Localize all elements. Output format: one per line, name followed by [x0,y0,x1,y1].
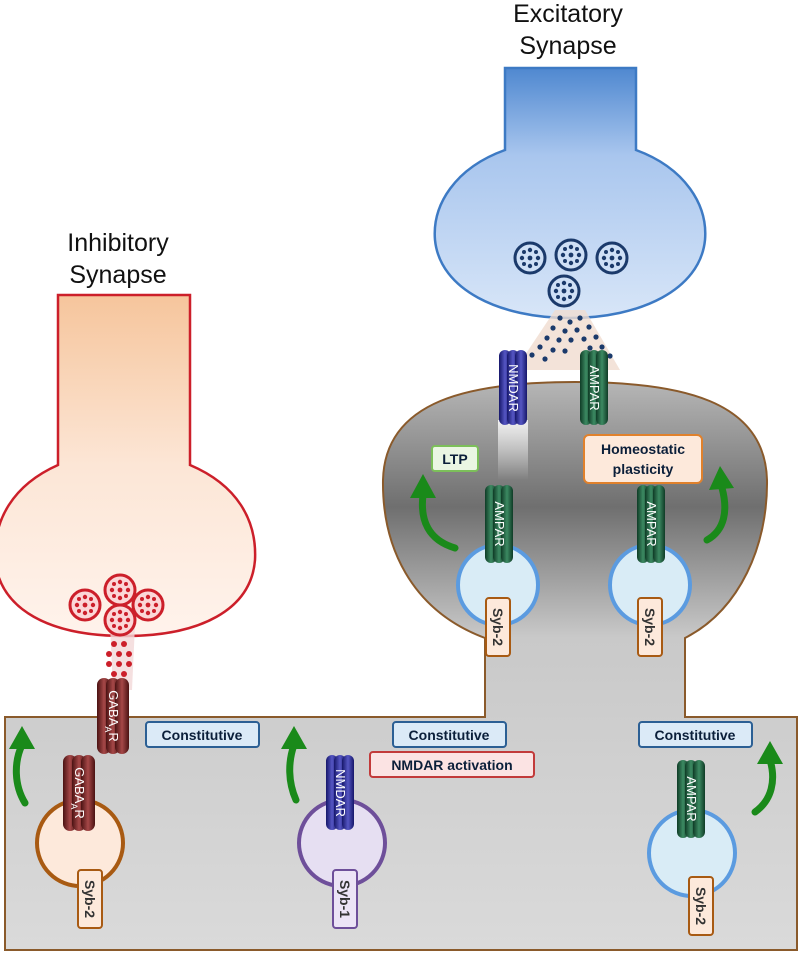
ampar-arrowhead [757,741,783,764]
svg-text:Constitutive: Constitutive [409,727,490,743]
inhibitory-vesicles [68,573,165,637]
excitatory-title-line2: Synapse [519,32,616,60]
ltp-arrow [418,491,459,552]
receptor-label: AMPAR [644,501,659,546]
homeostatic-label-box: Homeostatic plasticity [583,434,703,484]
receptor-label: AMPAR [492,501,507,546]
receptor-label: NMDAR [333,769,348,817]
svg-text:Syb-2: Syb-2 [642,608,658,646]
nmdar-activation-box: NMDAR activation [369,751,535,778]
trafficking-arrows [12,484,777,816]
inhibitory-title-line2: Synapse [69,261,166,289]
endosomal-nmdar: NMDAR [326,755,354,830]
homeostatic-ampar: AMPAR [637,485,665,563]
glutamate-release [529,315,613,362]
svg-text:Homeostatic: Homeostatic [601,441,685,457]
syb2-ampar-box: Syb-2 [688,876,714,936]
gaba-arrow [12,741,29,807]
svg-text:Syb-2: Syb-2 [490,608,506,646]
endosomal-ampar: AMPAR [677,760,705,838]
homeostatic-arrowhead [709,466,734,490]
excitatory-vesicles [513,238,629,308]
svg-text:Syb-1: Syb-1 [337,880,353,918]
vesicle [554,238,588,272]
syb2-gaba-box: Syb-2 [77,869,103,929]
syb2-ltp-box: Syb-2 [485,597,511,657]
constitutive-ampar-box: Constitutive [638,721,753,748]
vesicle [103,573,137,607]
ltp-ampar: AMPAR [485,485,513,563]
ampar-arrow [751,756,777,816]
synaptic-ampar: AMPAR [580,350,608,425]
receptor-label: GABAAR [69,767,87,819]
synaptic-gabaar: GABAAR [97,678,129,754]
arrowheads [9,466,783,764]
svg-text:Syb-2: Syb-2 [693,887,709,925]
inhibitory-title-line1: Inhibitory [67,229,169,257]
nmdar-activation-glow [498,420,528,480]
receptor-label: AMPAR [587,365,602,410]
vesicle [68,588,102,622]
svg-text:Syb-2: Syb-2 [82,880,98,918]
constitutive-nmdar-box: Constitutive [392,721,507,748]
nmdar-arrowhead [281,726,307,749]
vesicle [131,588,165,622]
vesicle [595,241,629,275]
receptor-label: NMDAR [506,364,521,412]
homeostatic-arrow [703,484,729,544]
svg-text:NMDAR activation: NMDAR activation [391,757,512,773]
gaba-arrowhead [9,726,35,749]
vesicle [513,241,547,275]
synaptic-nmdar: NMDAR [499,350,527,425]
constitutive-gaba-box: Constitutive [145,721,260,748]
svg-text:Constitutive: Constitutive [655,727,736,743]
excitatory-title-line1: Excitatory [513,0,623,28]
svg-text:plasticity: plasticity [613,461,674,477]
svg-text:LTP: LTP [442,451,467,467]
receptor-label: GABAAR [103,690,121,742]
vesicle-fusing [547,274,581,308]
nmdar-arrow [286,741,300,804]
gaba-release [106,641,132,677]
svg-text:Constitutive: Constitutive [162,727,243,743]
endosomal-gabaar: GABAAR [63,755,95,831]
syb1-nmdar-box: Syb-1 [332,869,358,929]
ltp-label-box: LTP [431,445,479,472]
syb2-homeostatic-box: Syb-2 [637,597,663,657]
ltp-arrowhead [410,474,436,498]
receptor-label: AMPAR [684,776,699,821]
vesicle-fusing [103,603,137,637]
